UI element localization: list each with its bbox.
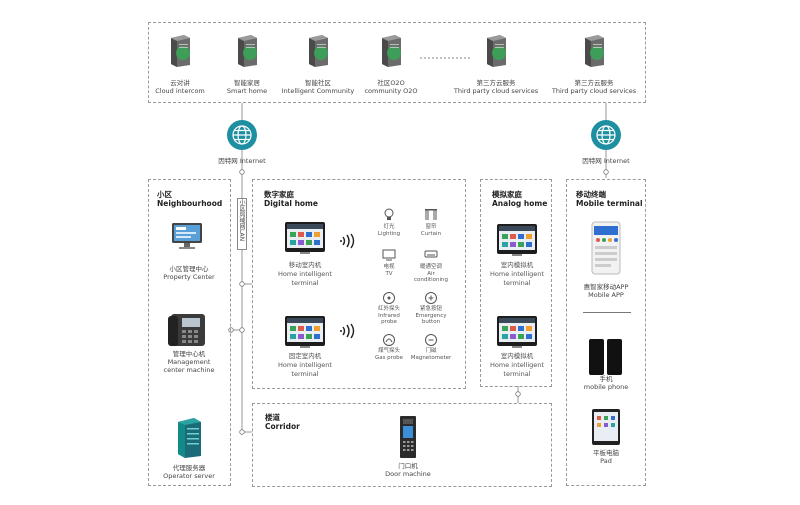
fixed-indoor-terminal-icon (285, 316, 325, 348)
divider (583, 312, 631, 313)
desk-phone-icon (168, 314, 205, 346)
server-rack-icon (171, 35, 190, 67)
analog-indoor-terminal-icon (497, 316, 537, 348)
internet-globe-icon (591, 120, 621, 150)
tv-icon (382, 249, 396, 261)
mobile-indoor-terminal-icon (285, 222, 325, 254)
server-rack-icon (309, 35, 328, 67)
server-rack-icon (585, 35, 604, 67)
server-rack-icon (487, 35, 506, 67)
emergency-button-icon (425, 292, 437, 304)
magnetometer-icon (425, 334, 437, 346)
digital-home-panel (252, 179, 466, 389)
lan-label-box: 小区局域网LAN (237, 198, 247, 250)
mobile-app-screen-icon (591, 221, 621, 275)
analog-home-panel (480, 179, 552, 387)
operator-server-icon (178, 418, 201, 458)
mobile-terminal-panel (566, 179, 646, 486)
server-rack-icon (238, 35, 257, 67)
computer-icon (172, 223, 202, 249)
tablet-icon (592, 409, 620, 445)
air-conditioner-icon (424, 250, 438, 258)
mobile-phone-icon (589, 339, 622, 375)
light-bulb-icon (384, 208, 394, 220)
analog-indoor-terminal-icon (497, 224, 537, 256)
server-rack-icon (382, 35, 401, 67)
indoor-terminal-screen (497, 316, 537, 348)
cloud-services-panel (148, 22, 646, 103)
curtain-icon (425, 209, 437, 220)
corridor-panel (252, 403, 552, 487)
indoor-terminal-screen (497, 224, 537, 256)
door-machine-icon (400, 416, 416, 458)
neighbourhood-panel (148, 179, 231, 486)
gas-probe-icon (383, 334, 395, 346)
wireless-signal-icon (340, 233, 355, 249)
internet-label-right: 因特网 Internet (582, 157, 630, 165)
internet-label-left: 因特网 Internet (218, 157, 266, 165)
infrared-probe-icon (383, 292, 395, 304)
lan-label: 小区局域网LAN (238, 199, 245, 242)
indoor-terminal-screen (285, 222, 325, 254)
internet-globe-icon (227, 120, 257, 150)
indoor-terminal-screen (285, 316, 325, 348)
wireless-signal-icon (340, 323, 355, 339)
